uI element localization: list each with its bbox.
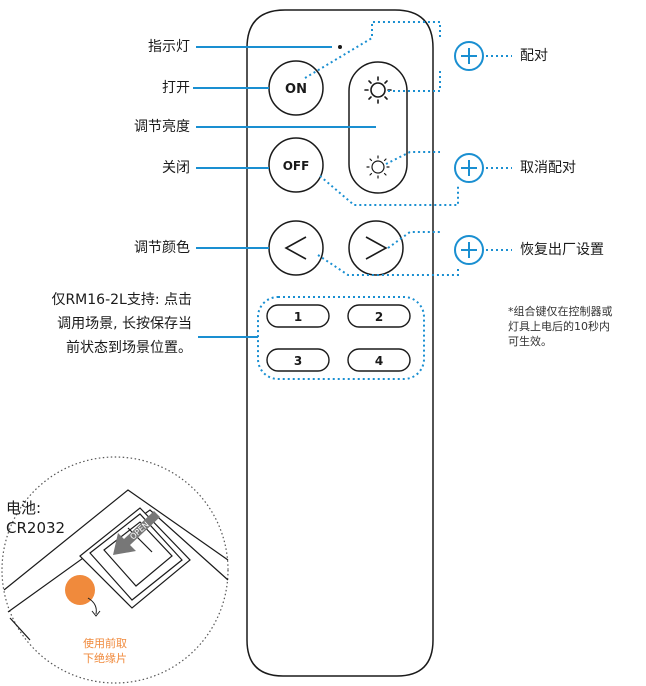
color-label: 调节颜色 — [134, 240, 190, 256]
brightness-label: 调节亮度 — [134, 119, 190, 135]
color-left-button[interactable] — [268, 220, 324, 276]
insulation-tab — [65, 575, 95, 605]
scene-3-button[interactable] — [266, 348, 330, 372]
combo-note-line3: 可生效。 — [508, 335, 552, 348]
chevron-right-icon — [365, 236, 388, 260]
chevron-left-icon — [284, 236, 307, 260]
off-button-label: OFF — [283, 159, 310, 173]
unpair-label: 取消配对 — [520, 160, 576, 176]
pair-connector-2 — [388, 71, 441, 92]
brightness-down-icon — [366, 155, 390, 179]
scene-3-label: 3 — [294, 354, 302, 368]
plus-icon-unpair — [454, 153, 484, 183]
insulation-warning: 使用前取 下绝缘片 — [60, 636, 150, 666]
combo-note-line2: 灯具上电后的10秒内 — [508, 320, 610, 333]
scene-2-button[interactable] — [347, 304, 411, 328]
insulation-warning-line2: 下绝缘片 — [83, 652, 127, 665]
scene-desc-line2: 调用场景, 长按保存当 — [57, 316, 192, 332]
battery-label-line2: CR2032 — [6, 519, 66, 537]
plus-icon-pair — [454, 41, 484, 71]
off-label: 关闭 — [162, 160, 190, 176]
unpair-connector-2 — [319, 175, 459, 206]
indicator-light — [338, 45, 342, 49]
reset-label: 恢复出厂设置 — [520, 242, 604, 258]
battery-label-line1: 电池: — [6, 499, 42, 517]
reset-connector-2 — [317, 254, 459, 276]
scene-1-button[interactable] — [266, 304, 330, 328]
battery-label: 电池: CR2032 — [6, 498, 65, 538]
scene-4-button[interactable] — [347, 348, 411, 372]
scene-1-label: 1 — [294, 310, 302, 324]
scene-desc-line1: 仅RM16-2L支持: 点击 — [51, 292, 192, 308]
on-label: 打开 — [162, 80, 190, 96]
combo-note: *组合键仅在控制器或 灯具上电后的10秒内 可生效。 — [508, 304, 644, 349]
pair-label: 配对 — [520, 48, 548, 64]
open-arrow-icon — [113, 511, 160, 555]
scene-4-label: 4 — [375, 354, 383, 368]
battery-compartment-illustration — [3, 489, 229, 641]
combo-note-line1: *组合键仅在控制器或 — [508, 305, 613, 318]
pull-arrow-icon — [87, 597, 97, 615]
indicator-label: 指示灯 — [148, 39, 190, 55]
scene-2-label: 2 — [375, 310, 383, 324]
unpair-connector — [385, 151, 440, 165]
plus-icon-reset — [454, 235, 484, 265]
color-right-button[interactable] — [348, 220, 404, 276]
scene-desc-line3: 前状态到场景位置。 — [66, 340, 192, 356]
on-button-label: ON — [285, 82, 307, 97]
off-button[interactable] — [268, 137, 324, 193]
insulation-warning-line1: 使用前取 — [83, 637, 127, 650]
battery-inset-frame — [1, 456, 229, 684]
